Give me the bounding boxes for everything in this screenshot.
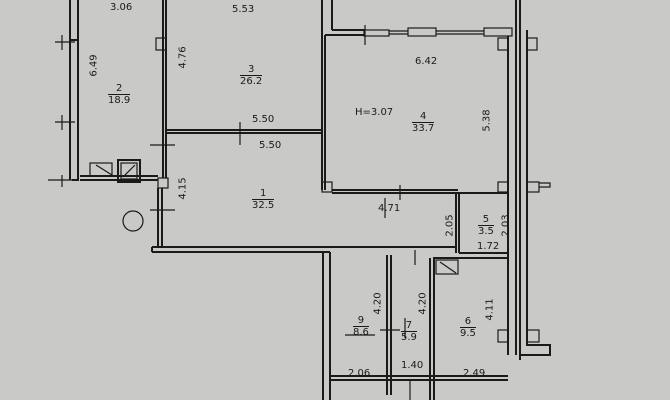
dim-5-50-top: 5.50 — [252, 114, 275, 125]
room-9-label: 9 8.6 — [353, 315, 369, 338]
room-area: 9.5 — [460, 328, 476, 339]
room-7-label: 7 5.9 — [401, 320, 417, 343]
room-area: 26.2 — [240, 76, 263, 87]
room-4-label: 4 33.7 — [412, 111, 435, 134]
room-number: 3 — [240, 64, 263, 76]
room-number: 6 — [460, 316, 476, 328]
room-number: 7 — [401, 320, 417, 332]
dim-4-15: 4.15 — [177, 177, 189, 200]
dim-2-05: 2.05 — [444, 214, 456, 237]
room-area: 32.5 — [252, 200, 275, 211]
dim-5-50-bottom: 5.50 — [259, 140, 282, 151]
room-number: 9 — [353, 315, 369, 327]
dim-4-71: 4.71 — [378, 203, 401, 214]
room-area: 33.7 — [412, 123, 435, 134]
room-area: 8.6 — [353, 327, 369, 338]
room-1-label: 1 32.5 — [252, 188, 275, 211]
dim-5-53: 5.53 — [232, 4, 255, 15]
room-3-label: 3 26.2 — [240, 64, 263, 87]
ceiling-height: H=3.07 — [355, 107, 394, 118]
dim-3-06: 3.06 — [110, 2, 133, 13]
room-area: 3.5 — [478, 226, 494, 237]
room-number: 2 — [108, 83, 131, 95]
room-6-label: 6 9.5 — [460, 316, 476, 339]
room-2-label: 2 18.9 — [108, 83, 131, 106]
dim-1-40: 1.40 — [401, 360, 424, 371]
dim-4-20-a: 4.20 — [372, 292, 384, 315]
dim-6-42: 6.42 — [415, 56, 438, 67]
room-area: 5.9 — [401, 332, 417, 343]
walls — [48, 0, 551, 400]
dim-4-76: 4.76 — [177, 46, 189, 69]
dim-2-49: 2.49 — [463, 368, 486, 379]
dim-4-20-b: 4.20 — [417, 292, 429, 315]
room-number: 1 — [252, 188, 275, 200]
room-area: 18.9 — [108, 95, 131, 106]
room-5-label: 5 3.5 — [478, 214, 494, 237]
room-number: 4 — [412, 111, 435, 123]
room-number: 5 — [478, 214, 494, 226]
dim-2-03: 2.03 — [500, 214, 512, 237]
dim-2-06: 2.06 — [348, 368, 371, 379]
dim-4-11: 4.11 — [484, 298, 496, 321]
dim-5-38: 5.38 — [481, 109, 493, 132]
dim-1-72: 1.72 — [477, 241, 500, 252]
dim-6-49: 6.49 — [88, 54, 100, 77]
